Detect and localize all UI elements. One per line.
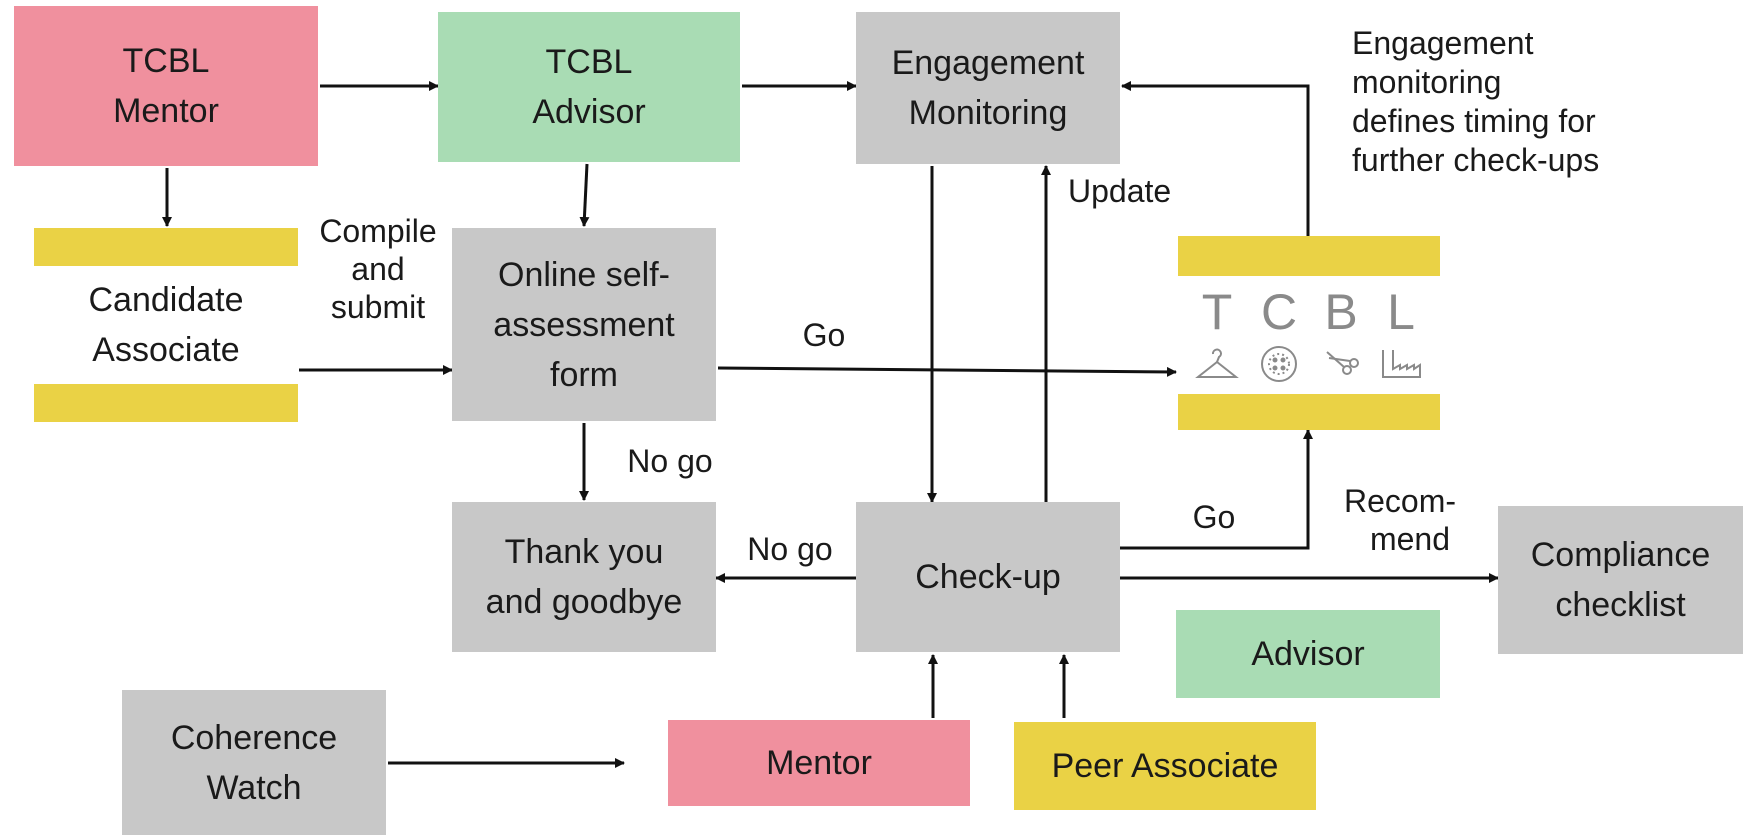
arrow-advisor-to-selfassessment [579,163,590,227]
letter-c: C [1260,284,1298,340]
go-label-right: Go [1192,499,1236,535]
compliance-checklist-box: Compliance checklist [1498,506,1743,654]
engagement-note: Engagement monitoring defines timing for… [1352,24,1672,180]
box-line: Online self- [498,255,670,294]
scissors-icon [1316,340,1366,388]
note-line: defines timing for [1352,103,1596,139]
go-label-top: Go [802,317,846,353]
hanger-icon [1192,340,1242,388]
update-label: Update [1068,173,1172,209]
box-line: Candidate [88,281,244,319]
arrow-tcbl-to-engagement [1121,81,1310,236]
self-assessment-box: Online self-assessment form [452,228,716,421]
peer-associate-box: Peer Associate [1014,722,1316,810]
candidate-top-bar [34,228,298,266]
box-line: Monitoring [908,94,1068,132]
box-line: form [550,355,618,394]
box-line: TCBL [545,43,633,81]
label-line: mend [1369,521,1451,557]
tcbl-mentor-box: TCBL Mentor [14,6,318,166]
button-icon [1254,340,1304,388]
box-line: assessment [493,305,675,344]
label-line: Compile [319,213,437,249]
box-line: Thank you [504,533,664,571]
thank-you-box: Thank you and goodbye [452,502,716,652]
tcbl-panel: T C B L [1178,236,1440,430]
label-line: submit [330,289,426,325]
label-line: and [351,251,405,287]
box-line: Associate [92,331,240,369]
arrow-checkup-to-tcbl [1120,429,1313,550]
box-line: Mentor [113,92,219,130]
arrow-selfassessment-to-tcbl [717,366,1177,377]
advisor-box: Advisor [1176,610,1440,698]
box-line: Advisor [532,93,646,131]
box-line: TCBL [122,42,210,80]
note-line: Engagement [1352,25,1534,61]
box-line: and goodbye [485,583,683,621]
factory-icon [1376,340,1426,388]
box-line: Engagement [891,44,1085,82]
box-line: Mentor [766,744,872,782]
no-go-label-left: No go [747,531,833,567]
box-line: Coherence [170,718,338,757]
box-line: Check-up [915,558,1061,596]
compile-submit-label: Compile and submit [298,212,458,326]
letter-l: L [1387,284,1415,340]
tcbl-advisor-box: TCBL Advisor [438,12,740,162]
note-line: further check-ups [1352,142,1600,178]
candidate-bottom-bar [34,384,298,422]
box-line: checklist [1555,586,1686,624]
note-line: monitoring [1352,64,1502,100]
letter-b: B [1324,284,1358,340]
mentor-box: Mentor [668,720,970,806]
box-line: Compliance [1530,536,1711,574]
recommend-label: Recom- mend [1330,482,1470,558]
no-go-label-down: No go [627,443,713,479]
tcbl-bottom-bar [1178,394,1440,430]
box-line: Watch [206,768,302,807]
tcbl-top-bar [1178,236,1440,276]
check-up-box: Check-up [856,502,1120,652]
letter-t: T [1201,284,1233,340]
box-line: Advisor [1251,635,1365,673]
label-line: Recom- [1343,483,1456,519]
box-line: Peer Associate [1051,747,1279,785]
